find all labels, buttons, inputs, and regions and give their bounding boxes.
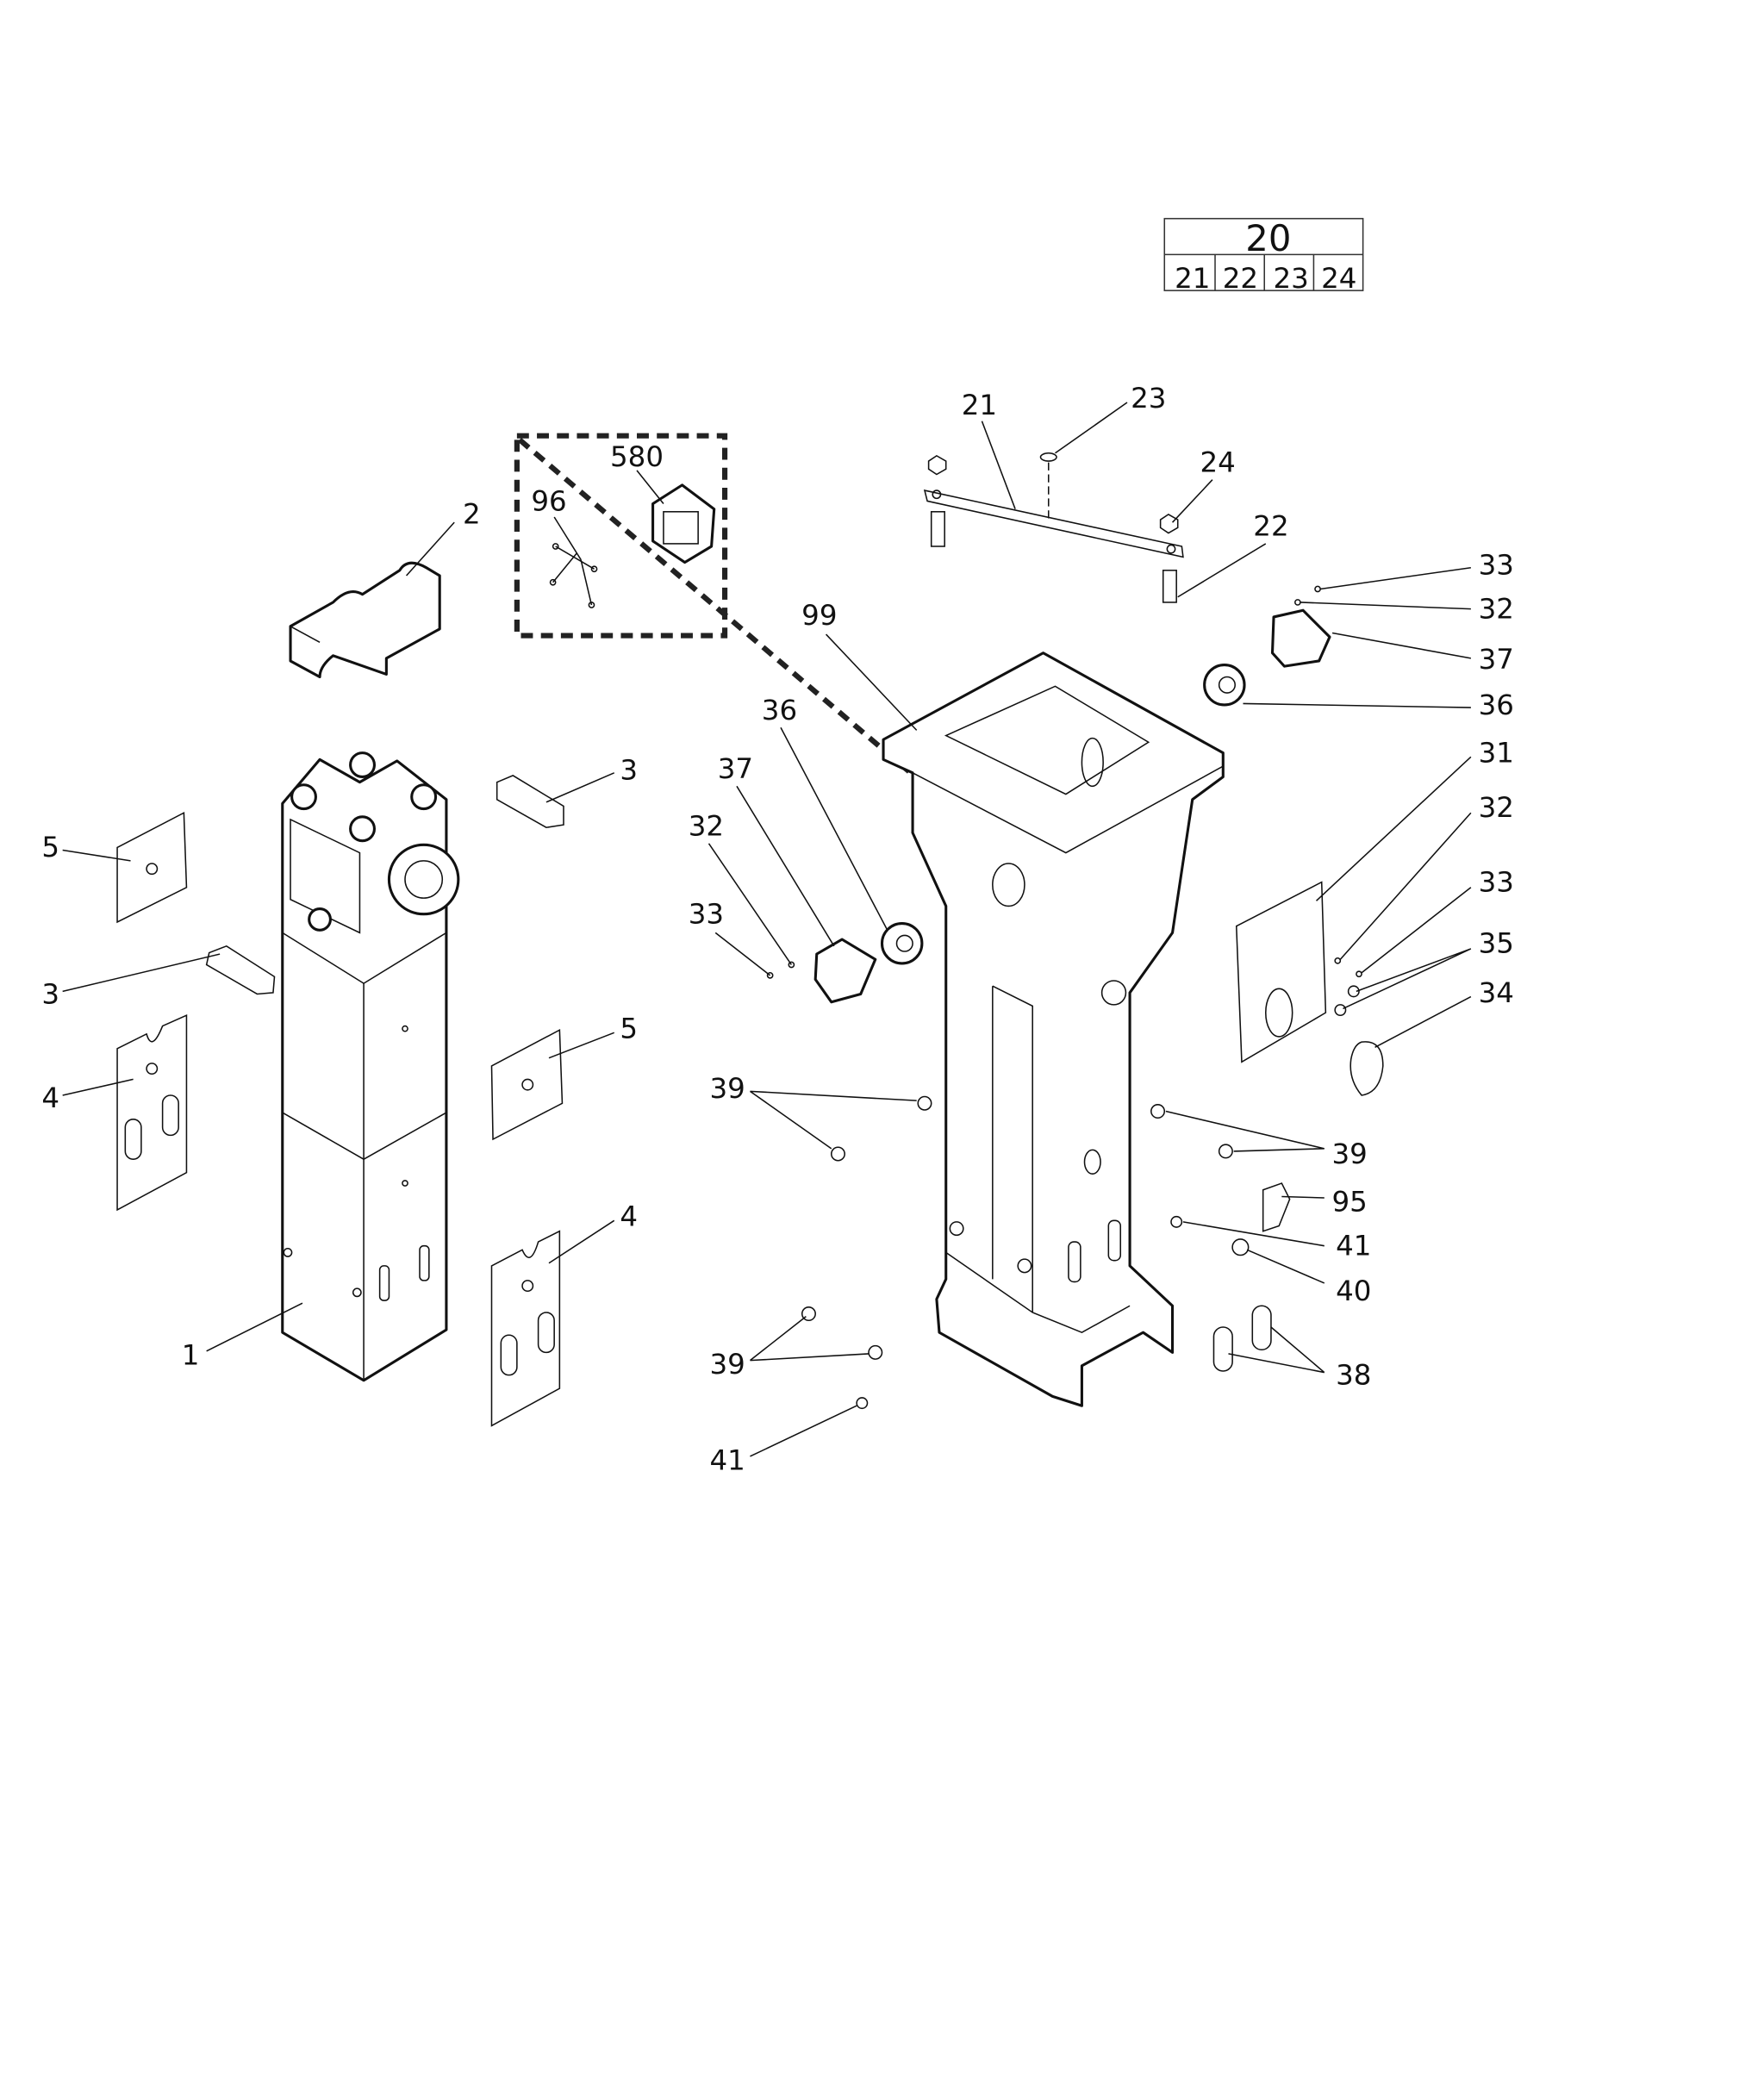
- callout-99: 99: [801, 599, 837, 632]
- part-cylinder-body: [281, 751, 460, 1382]
- kit-table-item: 22: [1223, 262, 1258, 295]
- callout-5: 5: [41, 831, 59, 863]
- callout-5: 5: [620, 1013, 638, 1045]
- callout-4: 4: [41, 1082, 59, 1114]
- callout-32: 32: [1479, 592, 1514, 625]
- callout-37: 37: [718, 752, 753, 785]
- part-buffer: [289, 561, 441, 679]
- leader-lines: [62, 402, 1472, 1457]
- callout-41: 41: [710, 1443, 745, 1476]
- callout-33: 33: [1479, 548, 1514, 581]
- callout-33: 33: [689, 898, 724, 931]
- callout-95: 95: [1332, 1185, 1368, 1218]
- callout-39: 39: [710, 1348, 745, 1381]
- callout-1: 1: [182, 1338, 200, 1371]
- kit-table-item: 23: [1273, 262, 1308, 295]
- callout-37: 37: [1479, 643, 1514, 676]
- callout-31: 31: [1479, 736, 1514, 769]
- callout-32: 32: [689, 809, 724, 842]
- callout-580: 580: [610, 440, 664, 473]
- callout-40: 40: [1336, 1275, 1371, 1307]
- callout-39: 39: [1332, 1138, 1368, 1170]
- kit-table-title: 20: [1245, 217, 1291, 259]
- part-housing: [882, 651, 1225, 1407]
- callout-34: 34: [1479, 976, 1514, 1009]
- callout-41: 41: [1336, 1230, 1371, 1262]
- callout-24: 24: [1200, 446, 1235, 478]
- callout-39: 39: [710, 1072, 745, 1105]
- callout-labels: 21 23 24 22 33 32 37 36 31 32 33 35 34 3…: [41, 382, 1513, 1476]
- kit-table-item: 21: [1175, 262, 1210, 295]
- callout-23: 23: [1131, 382, 1166, 415]
- callout-33: 33: [1479, 865, 1514, 898]
- part-hardware: [766, 452, 1384, 1410]
- callout-2: 2: [463, 498, 481, 531]
- callout-32: 32: [1479, 791, 1514, 824]
- callout-36: 36: [762, 694, 797, 726]
- callout-96: 96: [531, 484, 566, 517]
- kit-table: 20 21 22 23 24: [1163, 217, 1364, 295]
- callout-22: 22: [1253, 510, 1288, 543]
- callout-36: 36: [1479, 689, 1514, 721]
- callout-3: 3: [620, 754, 638, 787]
- callout-21: 21: [962, 389, 997, 421]
- part-wear-plates: [116, 775, 564, 1427]
- kit-table-item: 24: [1321, 262, 1356, 295]
- callout-38: 38: [1336, 1358, 1371, 1391]
- callout-3: 3: [41, 977, 59, 1010]
- callout-4: 4: [620, 1200, 638, 1232]
- callout-35: 35: [1479, 927, 1514, 960]
